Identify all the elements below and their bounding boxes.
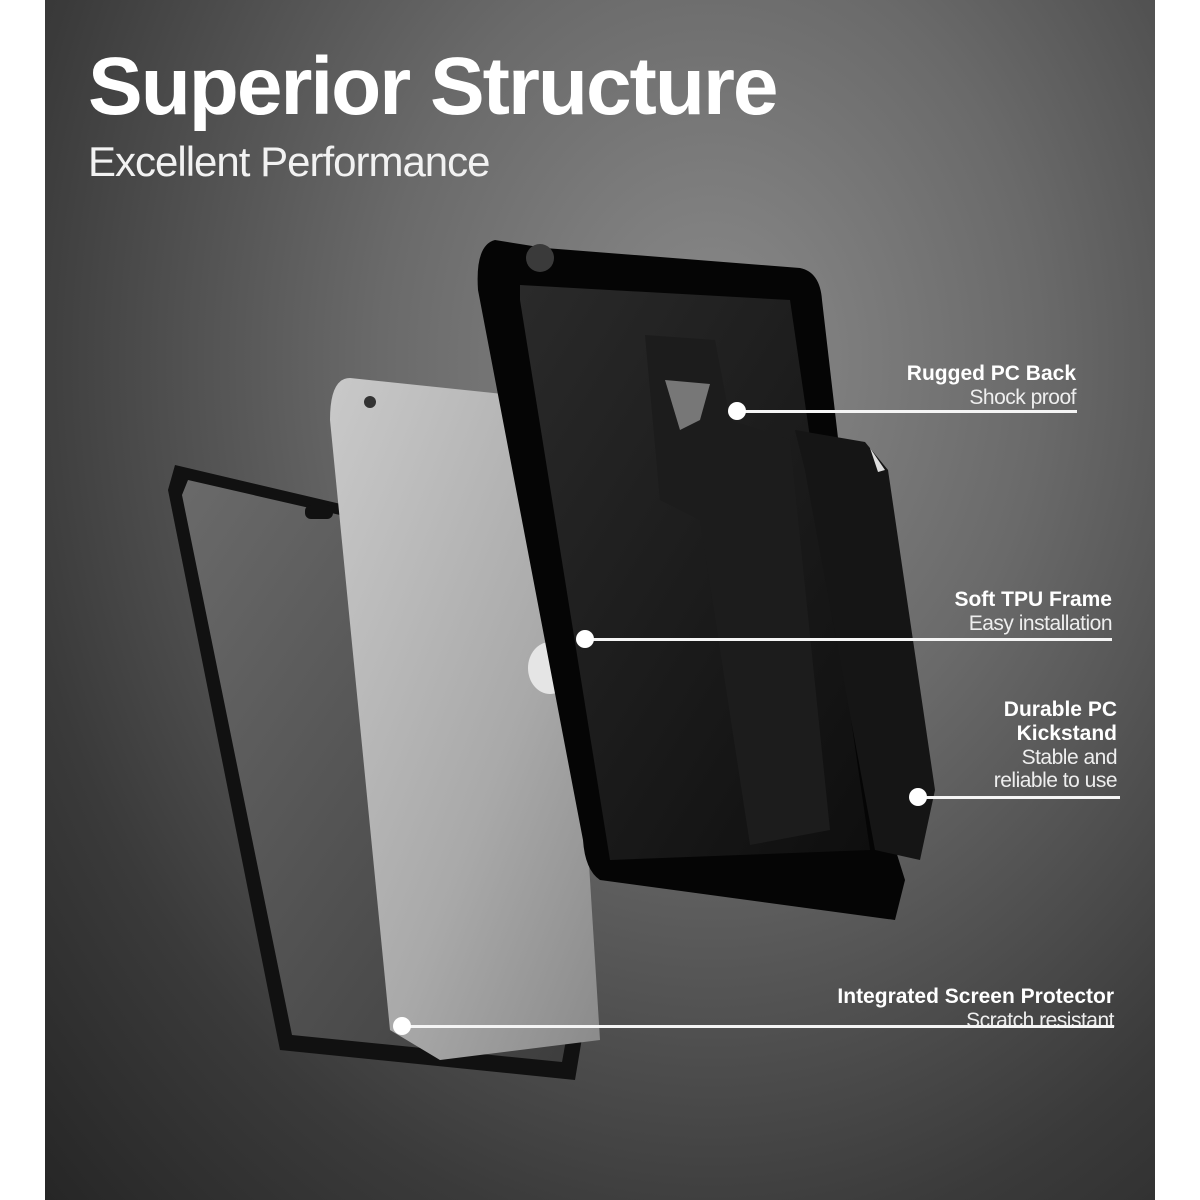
callout-subtext-line2: reliable to use xyxy=(993,769,1118,792)
callout-dot xyxy=(728,402,746,420)
callout-line xyxy=(918,796,1120,799)
callout-heading: Soft TPU Frame xyxy=(954,588,1112,611)
callout-subtext: Scratch resistant xyxy=(966,1009,1114,1032)
callout-soft-tpu-frame: Soft TPU Frame Easy installation xyxy=(954,588,1112,635)
callout-dot xyxy=(576,630,594,648)
page-subtitle: Excellent Performance xyxy=(88,138,491,185)
page-title: Superior Structure xyxy=(88,41,778,132)
callout-line xyxy=(402,1025,1114,1028)
callout-subtext: Easy installation xyxy=(968,612,1113,635)
callout-heading-line2: Kickstand xyxy=(1016,722,1117,745)
callout-rugged-pc-back: Rugged PC Back Shock proof xyxy=(906,362,1077,409)
callout-line xyxy=(737,410,1077,413)
kickstand xyxy=(795,430,935,860)
callout-dot xyxy=(393,1017,411,1035)
callout-heading: Integrated Screen Protector xyxy=(837,985,1114,1008)
callout-subtext-line1: Stable and xyxy=(1021,746,1118,769)
callout-heading-line1: Durable PC xyxy=(1003,698,1117,721)
callout-heading: Rugged PC Back xyxy=(906,362,1076,385)
callout-subtext: Shock proof xyxy=(969,386,1076,409)
callout-dot xyxy=(909,788,927,806)
callout-durable-kickstand: Durable PC Kickstand Stable and reliable… xyxy=(993,698,1118,792)
callout-line xyxy=(585,638,1112,641)
